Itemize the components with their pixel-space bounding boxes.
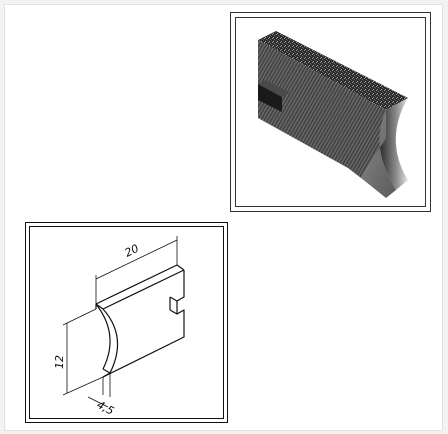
drawing-concave-curve-inner [95,303,111,370]
model-end-face [361,110,396,198]
model-top-face [258,31,408,110]
rendered-model-image [258,31,408,198]
drawing-top-edge-back [95,264,185,305]
drawing-concave-curve [102,308,119,374]
rendered-model-panel [230,12,431,212]
drawing-left-bottom-b [102,372,111,378]
drawing-slot-back [169,296,178,302]
dim-20-line [95,239,178,280]
dimension-label-width: 20 [123,242,141,260]
model-slot [258,84,282,112]
dimension-label-depth: 4,5 [95,398,117,418]
dim-12-ext-top [62,308,97,326]
model-slot-inner [258,80,290,97]
technical-drawing-panel: 20 12 4,5 [25,222,228,423]
model-front-face [258,40,386,178]
drawing-slot-bottom [169,309,178,315]
dim-45-line [87,396,109,408]
technical-drawing-frame: 20 12 4,5 [29,226,224,419]
drawing-top-edge-front [102,269,185,310]
drawing-left-bottom [102,368,111,374]
rendered-model-frame [235,17,426,207]
isometric-drawing: 20 12 4,5 [53,236,185,418]
model-concave-surface [379,98,408,190]
dimension-label-height: 12 [53,355,66,369]
dim-12-ext-bottom [62,376,104,396]
